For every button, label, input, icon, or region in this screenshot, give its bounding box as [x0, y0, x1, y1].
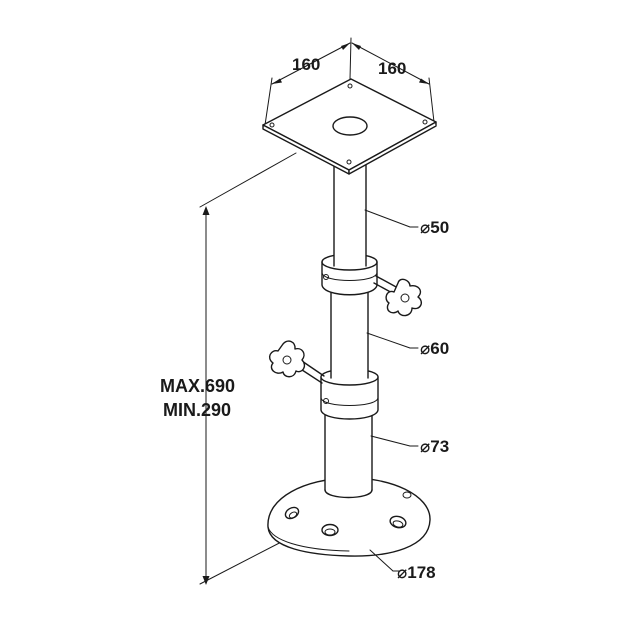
- lower-locking-knob: [268, 340, 325, 384]
- upper-tube: [333, 159, 367, 267]
- plate-dimensions: 160 160: [264, 37, 435, 126]
- base-diameter-label: ⌀178: [397, 563, 436, 582]
- base-screw-holes: [284, 491, 412, 537]
- lower-tube: [324, 407, 373, 499]
- max-height-label: MAX.690: [160, 376, 235, 396]
- plate-depth-label: 160: [378, 59, 406, 78]
- height-dimension: MAX.690 MIN.290: [160, 152, 297, 585]
- top-plate: [262, 78, 437, 175]
- min-height-label: MIN.290: [163, 400, 231, 420]
- middle-tube-diameter-label: ⌀60: [420, 339, 449, 358]
- plate-width-label: 160: [292, 55, 320, 74]
- diameter-callouts: ⌀50 ⌀60 ⌀73 ⌀178: [364, 209, 449, 582]
- base-flange: [267, 477, 431, 557]
- plate-screw-holes: [269, 83, 428, 165]
- middle-tube: [330, 282, 369, 379]
- upper-locking-knob: [373, 275, 422, 317]
- upper-tube-diameter-label: ⌀50: [420, 218, 449, 237]
- lower-tube-diameter-label: ⌀73: [420, 437, 449, 456]
